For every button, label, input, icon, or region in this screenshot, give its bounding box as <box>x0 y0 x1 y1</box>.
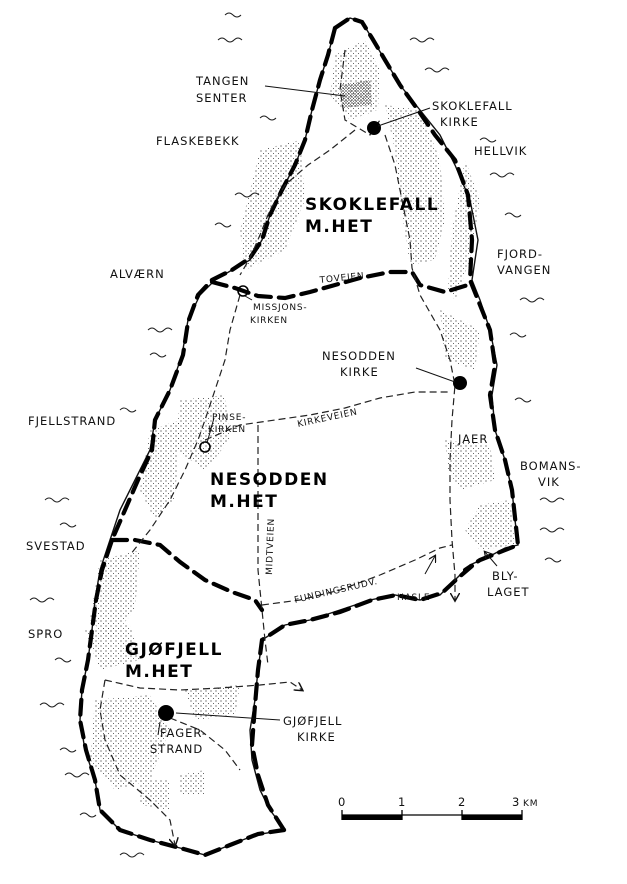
parish-label-nesodden: NESODDEN <box>210 470 329 490</box>
gjofjell-kirke-marker <box>158 705 174 721</box>
place-fjordvangen-sub: VANGEN <box>497 263 551 277</box>
road-toveien: TOVEIEN <box>318 271 365 286</box>
nesodden-kirke-marker <box>453 376 467 390</box>
place-hellvik: HELLVIK <box>474 144 527 158</box>
place-pinsekirken-sub: KIRKEN <box>208 425 246 435</box>
scale-tick-0: 0 <box>338 795 346 809</box>
place-alvaern: ALVÆRN <box>110 267 165 281</box>
water-waves <box>29 12 565 858</box>
place-flaskebekk: FLASKEBEKK <box>156 134 240 148</box>
place-fagerstrand: FAGER- <box>160 726 207 740</box>
place-gjofjell-kirke: GJØFJELL <box>283 714 342 728</box>
leader-lines <box>157 85 498 736</box>
road-midtveien: MIDTVEIEN <box>265 518 277 575</box>
missionskirken-marker <box>237 285 249 297</box>
parish-label-gjofjell-sub: M.HET <box>125 662 193 682</box>
built-up-areas <box>85 40 515 810</box>
place-gjofjell-kirke-sub: KIRKE <box>297 730 336 744</box>
place-fjordvangen: FJORD- <box>497 247 543 261</box>
place-svestad: SVESTAD <box>26 539 86 553</box>
place-bomansvik-sub: VIK <box>538 475 560 489</box>
place-nesodden-kirke: NESODDEN <box>322 349 396 363</box>
parish-label-gjofjell: GJØFJELL <box>125 640 223 660</box>
place-blylaget-sub: LAGET <box>487 585 530 599</box>
place-skoklefall-kirke: SKOKLEFALL <box>432 99 513 113</box>
roads <box>99 49 455 845</box>
parish-label-skoklefall-sub: M.HET <box>305 217 373 237</box>
church-markers <box>158 121 467 721</box>
skoklefall-kirke-marker <box>367 121 381 135</box>
place-fagerstrand-sub: STRAND <box>150 742 203 756</box>
scale-tick-1: 1 <box>398 795 406 809</box>
scale-bar: 0 1 2 3 KM <box>338 795 538 820</box>
place-senter: SENTER <box>196 91 247 105</box>
place-hasle: HASLE <box>397 593 430 603</box>
place-skoklefall-kirke-sub: KIRKE <box>440 115 479 129</box>
place-nesodden-kirke-sub: KIRKE <box>340 365 379 379</box>
place-spro: SPRO <box>28 627 63 641</box>
place-missionskirken-sub: KIRKEN <box>250 316 288 326</box>
place-jaer: JAER <box>457 432 488 446</box>
scale-tick-3: 3 <box>512 795 520 809</box>
place-pinsekirken: PINSE- <box>212 413 246 423</box>
scale-tick-2: 2 <box>458 795 466 809</box>
place-fjellstrand: FJELLSTRAND <box>28 414 116 428</box>
place-bomansvik: BOMANS- <box>520 459 582 473</box>
parish-label-skoklefall: SKOKLEFALL <box>305 195 439 215</box>
place-blylaget: BLY- <box>492 569 519 583</box>
pinsekirken-marker <box>199 441 211 453</box>
parish-label-nesodden-sub: M.HET <box>210 492 278 512</box>
place-tangen: TANGEN <box>195 74 249 88</box>
road-kirkeveien: KIRKEVEIEN <box>297 407 359 430</box>
place-missionskirken: MISSJONS- <box>253 303 307 313</box>
scale-unit: KM <box>523 799 538 809</box>
